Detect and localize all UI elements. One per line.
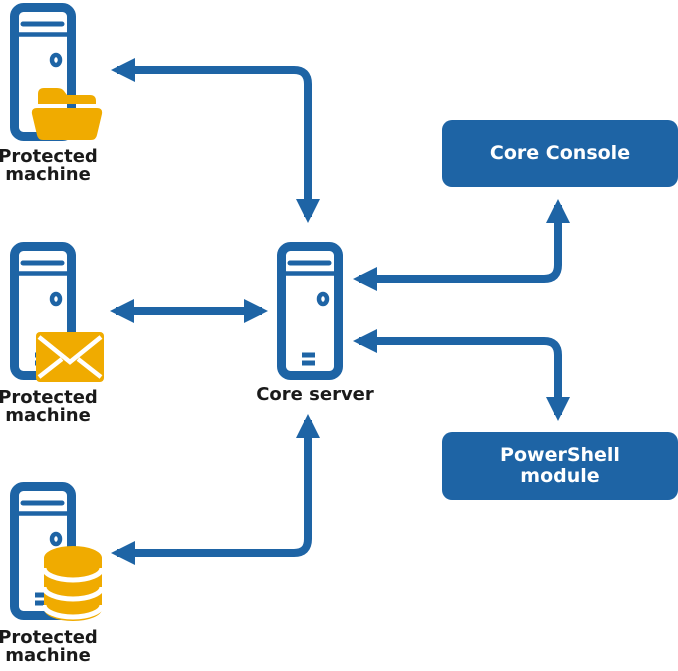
core-console-label: Core Console [489, 142, 631, 164]
powershell-module-label-line1: PowerShell [500, 444, 620, 466]
server-tower-icon [277, 242, 343, 380]
label-line: machine [5, 164, 91, 185]
node-core-console: Core Console [442, 120, 678, 187]
label-line: Protected [0, 146, 98, 167]
label-protected-machine-3: Protected machine [0, 629, 103, 665]
powershell-module-label-line2: module [520, 465, 600, 487]
database-icon [41, 545, 105, 623]
arrow-core-server-core-console [353, 199, 570, 291]
envelope-icon [36, 332, 104, 382]
label-line: Protected [0, 627, 98, 648]
label-line: Protected [0, 387, 98, 408]
arrow-machine3-core-server [111, 414, 320, 565]
label-core-server: Core server [240, 386, 390, 404]
arrow-machine1-core-server [111, 58, 320, 223]
label-protected-machine-2: Protected machine [0, 389, 103, 425]
label-line: Core server [256, 384, 374, 405]
node-core-server [277, 242, 343, 380]
folder-icon [30, 84, 104, 142]
label-line: machine [5, 405, 91, 426]
arrow-core-server-powershell-module [353, 329, 570, 421]
node-powershell-module: PowerShell module [442, 432, 678, 500]
label-line: machine [5, 645, 91, 666]
label-protected-machine-1: Protected machine [0, 148, 103, 184]
